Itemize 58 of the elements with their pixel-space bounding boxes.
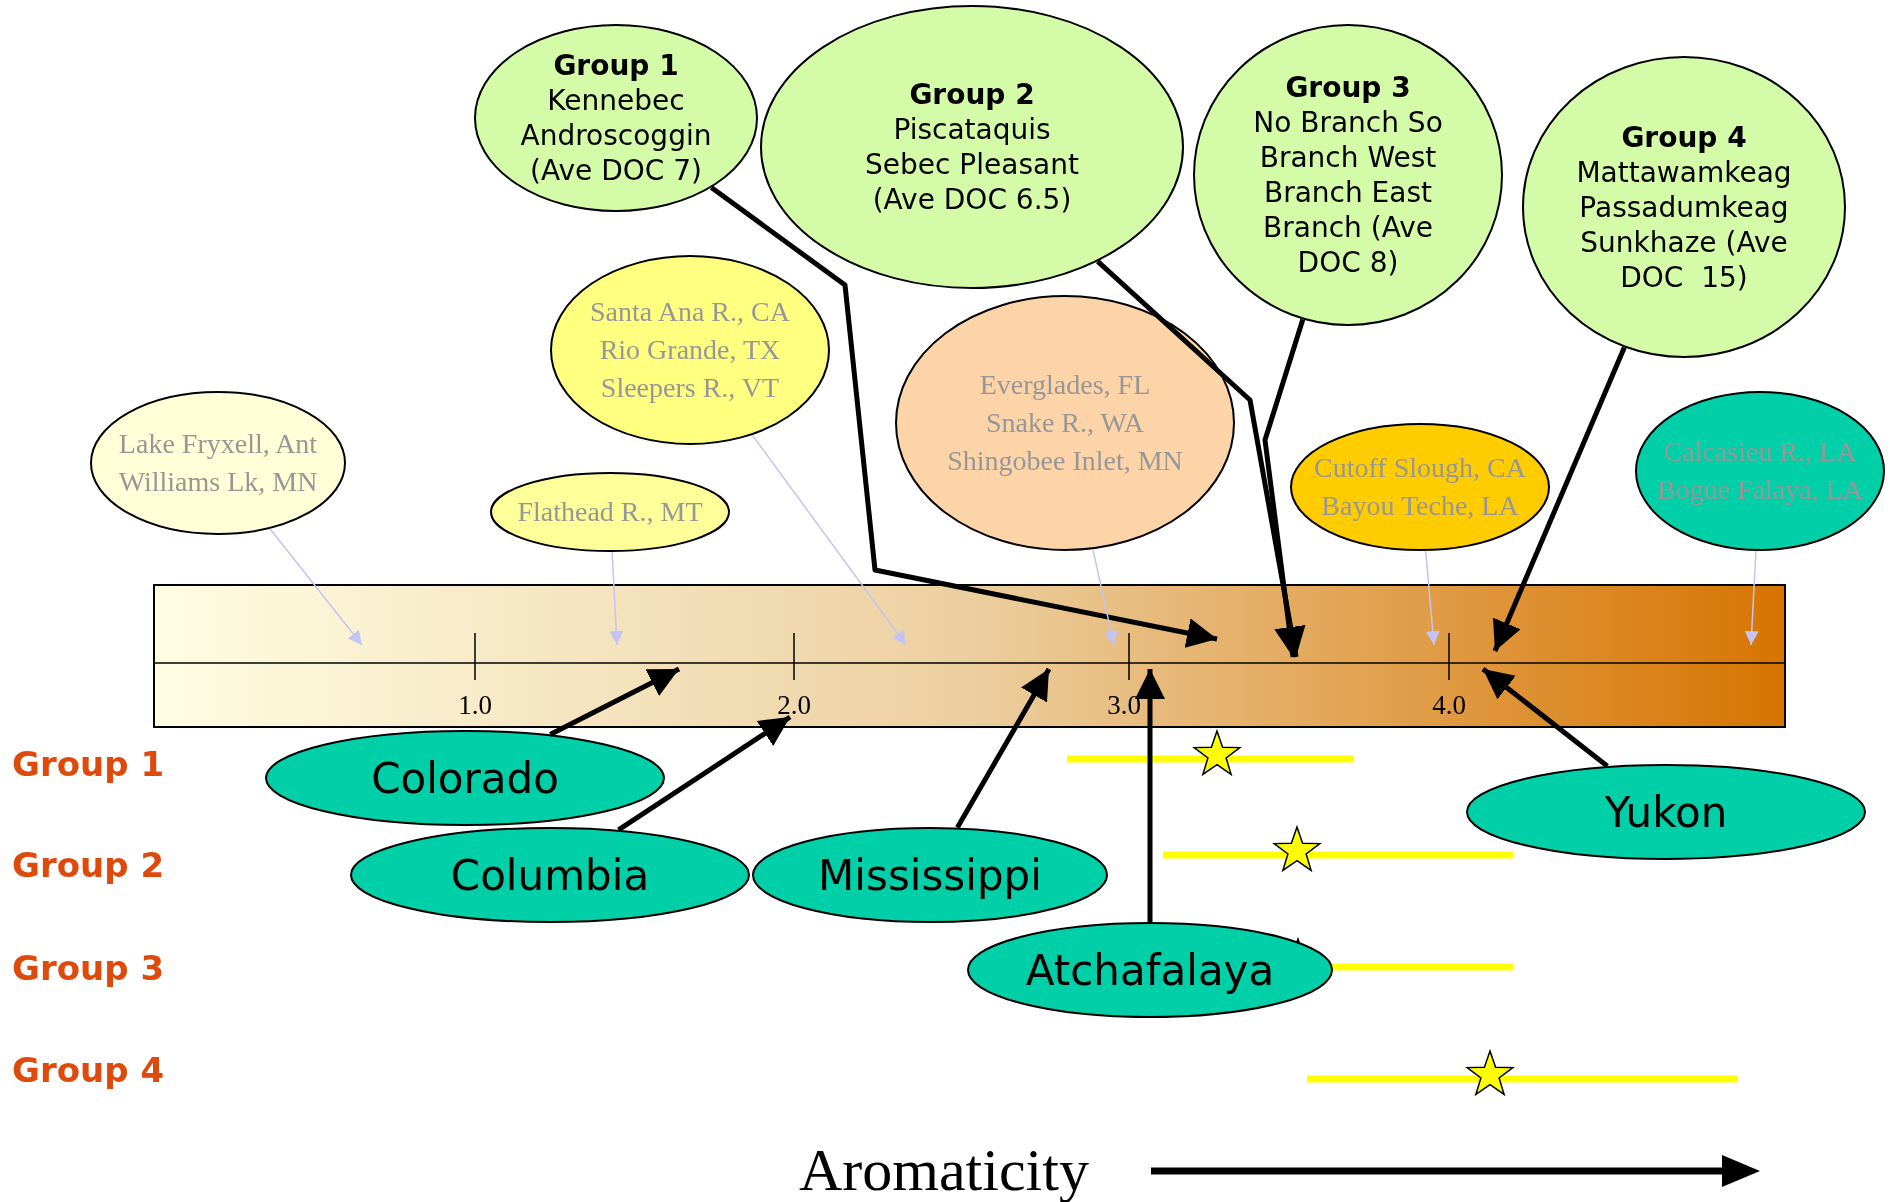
arrow [955,667,1052,829]
ellipse-node [265,730,665,826]
tick-label: 3.0 [1107,690,1141,721]
arrow [1262,318,1306,658]
arrow [609,551,624,646]
river-list: No Branch So Branch West Branch East Branch (Ave DOC 8) [1245,105,1451,280]
ellipse-node [895,295,1235,551]
ellipse-node [350,827,750,923]
arrow [1424,550,1440,646]
river-name: Columbia [450,850,650,900]
river-name: Colorado [371,753,559,803]
arrow [1135,669,1165,922]
arrow [1492,346,1627,652]
river-name: Mississippi [818,850,1042,900]
river-name: Yukon [1604,787,1728,837]
tick-label: 4.0 [1432,690,1466,721]
arrow [269,528,363,646]
river-list: Mattawamkeag Passadumkeag Sunkhaze (Ave DOC 15) [1569,154,1799,295]
group-heading: Group 1 [553,48,679,83]
arrow [751,434,907,646]
river-name: Atchafalaya [1025,945,1275,995]
ellipse-node [1635,391,1885,551]
row-label: Group 4 [12,1050,165,1090]
river-list: Kennebec Androscoggin (Ave DOC 7) [491,83,741,188]
tick-label: 2.0 [777,690,811,721]
arrow [1481,667,1609,769]
place-names: Santa Ana R., CA Rio Grande, TX Sleepers R., VT [589,295,791,405]
arrow [1096,259,1306,658]
ellipse-node [752,827,1108,923]
ellipse-node [1466,764,1866,860]
ellipse-node [550,255,830,445]
place-names: Calcasieu R., LA Bogue Falaya, LA [1655,435,1865,507]
group-heading: Group 3 [1285,70,1411,105]
tick-label: 1.0 [458,690,492,721]
ellipse-node [1290,423,1550,551]
group-heading: Group 4 [1621,119,1747,155]
place-names: Flathead R., MT [517,495,703,529]
ellipse-node [967,922,1333,1018]
ellipse-node [90,391,346,535]
ellipse-node [1522,56,1846,358]
arrow [1092,548,1118,646]
arrow [617,714,792,832]
arrow [1744,550,1759,646]
scale-bar-drawing [153,584,1786,728]
ellipse-node [490,472,730,552]
row-label: Group 3 [12,948,165,988]
arrow [709,185,1218,648]
group-heading: Group 2 [909,77,1035,112]
row-label: Group 1 [12,744,165,784]
ellipse-node [760,5,1184,289]
row-label: Group 2 [12,845,165,885]
arrow [549,666,681,737]
ellipse-node [1193,24,1503,326]
place-names: Lake Fryxell, Ant Williams Lk, MN [117,427,319,499]
ellipse-node [474,24,758,212]
place-names: Everglades, FL Snake R., WA Shingobee Inlet, MN [946,368,1184,478]
place-names: Cutoff Slough, CA Bayou Teche, LA [1313,451,1527,523]
river-list: Piscataquis Sebec Pleasant (Ave DOC 6.5) [854,112,1090,217]
